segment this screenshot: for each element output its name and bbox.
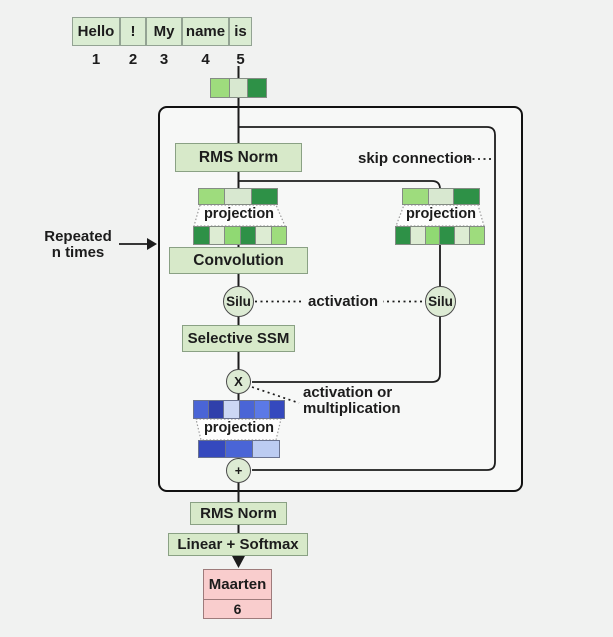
token-box: is bbox=[229, 17, 252, 46]
right-branch-line bbox=[238, 180, 441, 190]
token-number: 4 bbox=[201, 50, 210, 68]
token-box: ! bbox=[120, 17, 146, 46]
token-number: 2 bbox=[128, 50, 138, 68]
token-label: is bbox=[234, 23, 247, 40]
token-label: name bbox=[185, 23, 226, 40]
projection-trapezoid-right bbox=[395, 204, 485, 227]
token-number: 5 bbox=[236, 50, 245, 68]
token-number: 3 bbox=[159, 50, 169, 68]
token-number-row: 1 2 3 4 5 bbox=[72, 50, 252, 68]
token-label: My bbox=[153, 23, 175, 40]
token-label: ! bbox=[130, 23, 136, 40]
token-row: Hello ! My name is bbox=[72, 17, 252, 46]
output-arrow-head bbox=[231, 555, 246, 568]
repeat-arrow-head bbox=[147, 238, 157, 250]
token-box: name bbox=[182, 17, 229, 46]
token-number: 1 bbox=[91, 50, 101, 68]
projection-trapezoid-left bbox=[193, 204, 286, 227]
projection-trapezoid-output bbox=[195, 418, 282, 441]
token-box: My bbox=[146, 17, 182, 46]
token-box: Hello bbox=[72, 17, 120, 46]
token-label: Hello bbox=[77, 23, 115, 40]
multiplication-dotted-line bbox=[251, 386, 300, 404]
right-column-line bbox=[252, 245, 441, 383]
skip-connection-line bbox=[238, 126, 496, 471]
